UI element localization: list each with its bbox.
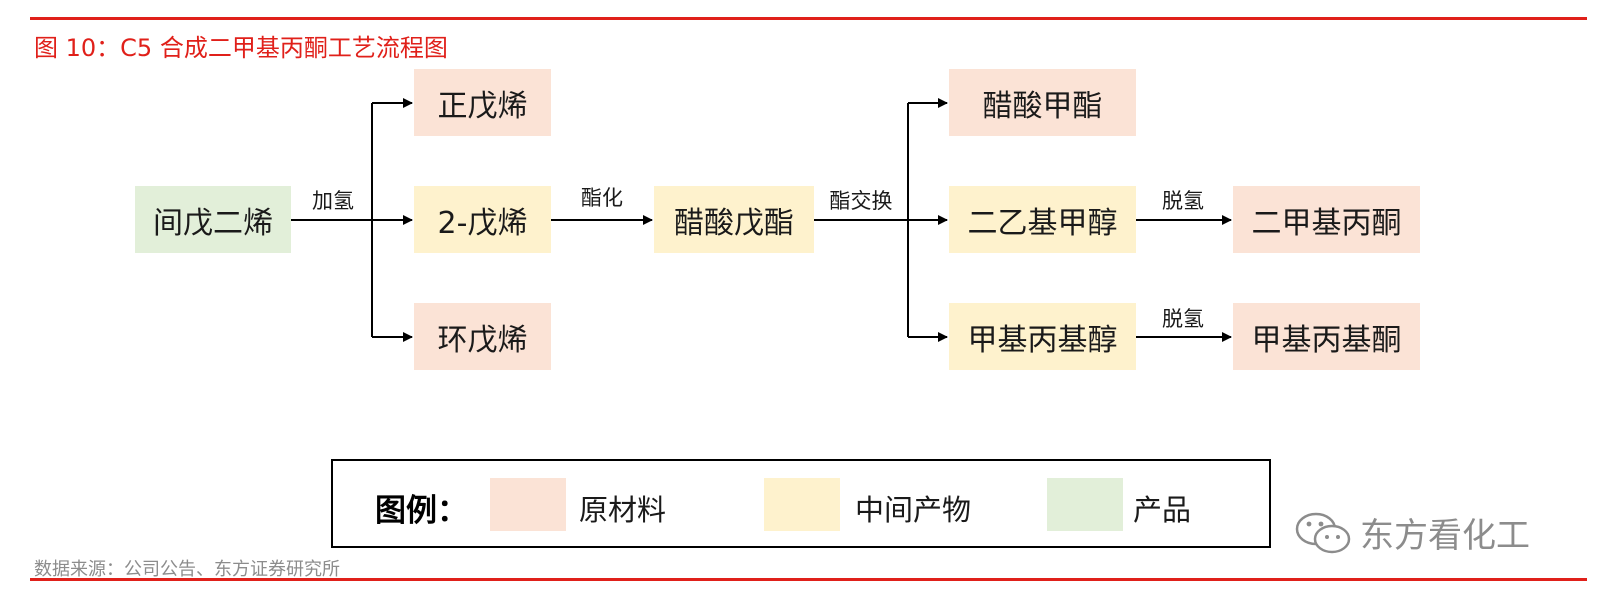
node-jiajibingjitong: 甲基丙基酮: [1233, 303, 1420, 370]
node-erjiajibingtong: 二甲基丙酮: [1233, 186, 1420, 253]
node-eryijijiachun: 二乙基甲醇: [949, 186, 1136, 253]
node-erwuxi: 2-戊烯: [414, 186, 551, 253]
edge-label-dehydrogenation-bottom: 脱氢: [1162, 307, 1204, 331]
legend-label-raw: 原材料: [579, 493, 667, 527]
edge-label-esterification: 酯化: [581, 186, 623, 210]
bottom-rule: [30, 578, 1587, 581]
node-zhengwuxi: 正戊烯: [414, 69, 551, 136]
node-jiajibingjichun: 甲基丙基醇: [949, 303, 1136, 370]
top-rule: [30, 17, 1587, 20]
edge-label-dehydrogenation-top: 脱氢: [1162, 189, 1204, 213]
watermark: 东方看化工: [1292, 508, 1530, 557]
legend-label-product: 产品: [1133, 493, 1192, 527]
node-jianwuerxi: 间戊二烯: [135, 186, 291, 253]
edge-label-transesterification: 酯交换: [829, 189, 893, 213]
source-note: 数据来源：公司公告、东方证券研究所: [34, 559, 340, 580]
node-cusuanwuzhi: 醋酸戊酯: [654, 186, 814, 253]
legend-swatch-product: [1047, 478, 1123, 531]
legend-swatch-intermediate: [764, 478, 840, 531]
legend-title: 图例：: [375, 493, 468, 529]
legend-label-intermediate: 中间产物: [855, 493, 972, 527]
legend-swatch-raw: [490, 478, 566, 531]
legend: 图例： 原材料 中间产物 产品: [331, 459, 1271, 548]
node-cusuanjiazhi: 醋酸甲酯: [949, 69, 1136, 136]
page-title: 图 10：C5 合成二甲基丙酮工艺流程图: [34, 34, 448, 62]
watermark-text: 东方看化工: [1360, 516, 1530, 556]
wechat-icon: [1295, 512, 1351, 553]
edge-label-hydrogenation: 加氢: [312, 189, 354, 213]
node-huanwuxi: 环戊烯: [414, 303, 551, 370]
